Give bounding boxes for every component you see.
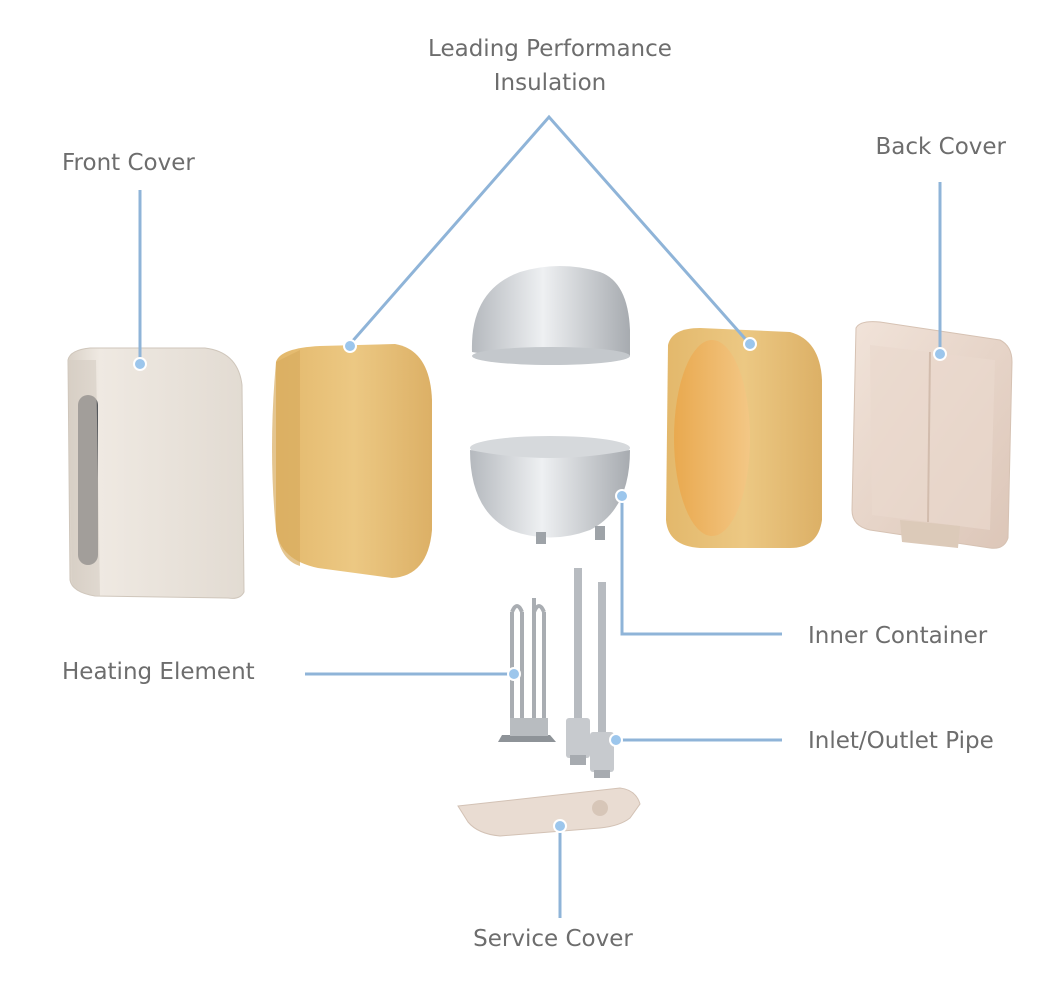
inlet-outlet-pipe-dot <box>609 733 623 747</box>
insulation-right-part <box>666 328 822 548</box>
inner-container-label: Inner Container <box>808 623 988 649</box>
front-cover-label: Front Cover <box>62 150 195 176</box>
heating-element-part <box>498 598 556 742</box>
leader-dots <box>133 337 947 833</box>
inner-container-top-part <box>471 266 630 365</box>
heating-element-dot <box>507 667 521 681</box>
service-cover-dot <box>553 819 567 833</box>
insulation-right-dot <box>743 337 757 351</box>
inner-container-dot <box>615 489 629 503</box>
service-cover-label: Service Cover <box>473 926 633 952</box>
insulation-label-line2: Insulation <box>494 70 606 96</box>
insulation-left-dot <box>343 339 357 353</box>
heating-element-label: Heating Element <box>62 659 255 685</box>
leader-lines <box>138 114 942 918</box>
insulation-label-line1: Leading Performance <box>428 36 672 62</box>
back-cover-dot <box>933 347 947 361</box>
inlet-outlet-pipe-label: Inlet/Outlet Pipe <box>808 728 994 754</box>
front-cover-part <box>67 347 245 599</box>
inner-container-bottom-part <box>470 436 630 544</box>
inlet-outlet-pipe-part <box>566 568 614 778</box>
back-cover-label: Back Cover <box>876 134 1007 160</box>
front-cover-dot <box>133 357 147 371</box>
back-cover-part <box>851 321 1013 549</box>
labels: Leading Performance Insulation Front Cov… <box>62 36 1007 952</box>
service-cover-part <box>457 787 641 837</box>
insulation-left-part <box>272 344 432 578</box>
